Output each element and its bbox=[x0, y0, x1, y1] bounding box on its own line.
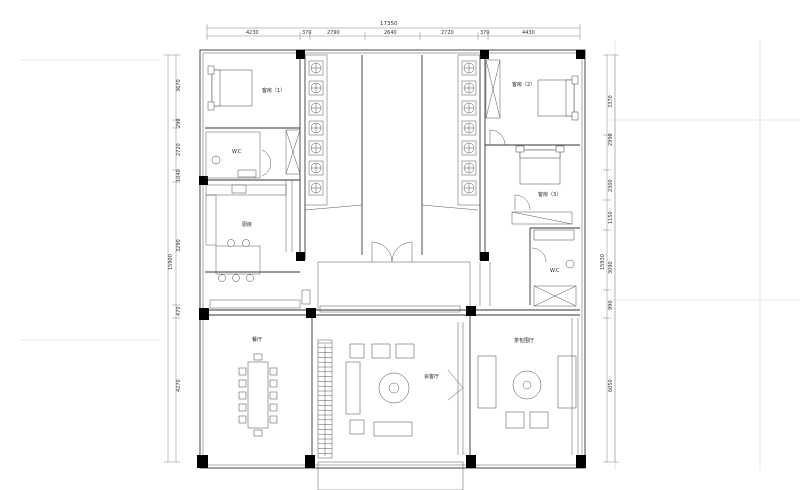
chair bbox=[238, 391, 247, 400]
walls bbox=[199, 49, 586, 469]
planter-icon bbox=[308, 100, 324, 116]
room-label-guest-2: 客房（2） bbox=[512, 81, 535, 88]
planter-icons bbox=[308, 60, 477, 196]
right-dim-7: 6050 bbox=[608, 379, 614, 392]
kitchen: 厨房 bbox=[205, 180, 301, 309]
room-label-guest-3: 客房（3） bbox=[538, 191, 561, 198]
planter-icon bbox=[461, 120, 477, 136]
chair bbox=[269, 379, 278, 388]
chair bbox=[238, 379, 247, 388]
planter-icon bbox=[461, 60, 477, 76]
stair-treads bbox=[318, 342, 332, 456]
transverse-planters bbox=[301, 262, 491, 313]
dining-chairs bbox=[238, 353, 278, 437]
left-dimensions: 3670 290 2720 1040 3290 470 4270 15900 bbox=[164, 54, 182, 463]
planter-icon bbox=[308, 80, 324, 96]
toilet-icon bbox=[565, 259, 575, 269]
right-dim-3: 2300 bbox=[608, 179, 614, 192]
top-dim-7: 4430 bbox=[522, 30, 535, 36]
chair bbox=[269, 403, 278, 412]
planters-left bbox=[304, 54, 328, 206]
wc-left: W.C bbox=[205, 131, 271, 179]
staircase bbox=[317, 339, 333, 459]
room-label-dining: 餐厅 bbox=[252, 336, 262, 343]
left-dim-4: 1040 bbox=[176, 169, 182, 182]
left-total: 15900 bbox=[168, 254, 174, 270]
background-grid bbox=[20, 40, 800, 470]
top-dim-2: 370 bbox=[302, 30, 312, 36]
right-dim-1: 3370 bbox=[608, 95, 614, 108]
top-dim-4: 2640 bbox=[384, 30, 397, 36]
columns bbox=[197, 50, 586, 468]
wc-right: W.C bbox=[531, 229, 577, 307]
tea-table bbox=[512, 370, 542, 400]
top-dimensions: 17350 4230 370 2790 2640 2720 370 4430 bbox=[206, 21, 581, 40]
planter-icon bbox=[461, 140, 477, 156]
right-dim-6: 990 bbox=[608, 300, 614, 310]
chair bbox=[269, 391, 278, 400]
total-width-label: 17350 bbox=[380, 21, 398, 27]
coffee-table bbox=[378, 372, 410, 404]
dining-table bbox=[247, 361, 269, 429]
right-total: 15930 bbox=[600, 254, 606, 270]
top-dim-5: 2720 bbox=[441, 30, 454, 36]
chair bbox=[269, 415, 278, 424]
dining-room: 餐厅 bbox=[238, 336, 278, 437]
planter-icon bbox=[308, 140, 324, 156]
room-label-guest-1: 客房（1） bbox=[262, 87, 285, 94]
guest-bedroom-2: 客房（2） bbox=[485, 59, 579, 146]
room-label-tea-room: 茶包围厅 bbox=[514, 337, 534, 344]
planter-icon bbox=[461, 180, 477, 196]
room-label-kitchen: 厨房 bbox=[242, 221, 252, 228]
planter-icon bbox=[461, 160, 477, 176]
chair bbox=[238, 415, 247, 424]
planter-icon bbox=[308, 180, 324, 196]
chair bbox=[238, 403, 247, 412]
top-dim-3: 2790 bbox=[327, 30, 340, 36]
left-dim-2: 290 bbox=[176, 118, 182, 128]
chair bbox=[238, 367, 247, 376]
top-dim-1: 4230 bbox=[246, 30, 259, 36]
chair bbox=[269, 367, 278, 376]
planter-icon bbox=[308, 160, 324, 176]
left-dim-5: 3290 bbox=[176, 239, 182, 252]
planter-icon bbox=[461, 100, 477, 116]
chair bbox=[253, 429, 263, 437]
right-dim-4: 1150 bbox=[608, 211, 614, 224]
planters-right bbox=[457, 54, 481, 206]
room-label-wc-left: W.C bbox=[232, 149, 242, 155]
planter-icon bbox=[461, 80, 477, 96]
meeting-hall: 会客厅 bbox=[317, 322, 464, 490]
toilet-icon bbox=[211, 155, 221, 165]
left-dim-6: 470 bbox=[176, 306, 182, 316]
left-dim-7: 4270 bbox=[176, 379, 182, 392]
planter-icon bbox=[308, 120, 324, 136]
top-dim-6: 370 bbox=[480, 30, 490, 36]
room-label-wc-right: W.C bbox=[550, 268, 560, 274]
left-dim-1: 3670 bbox=[176, 79, 182, 92]
planter-icon bbox=[308, 60, 324, 76]
guest-bedroom-1: 客房（1） bbox=[207, 65, 301, 175]
right-dim-5: 3090 bbox=[608, 261, 614, 274]
left-dim-3: 2720 bbox=[176, 143, 182, 156]
guest-bedroom-3: 客房（3） bbox=[511, 145, 573, 225]
tea-room: 茶包围厅 bbox=[477, 318, 579, 455]
right-dimensions: 3370 2990 2300 1150 3090 990 6050 15930 bbox=[600, 54, 619, 463]
chair bbox=[253, 353, 263, 361]
room-label-meeting-hall: 会客厅 bbox=[424, 373, 439, 380]
right-dim-2: 2990 bbox=[608, 133, 614, 146]
